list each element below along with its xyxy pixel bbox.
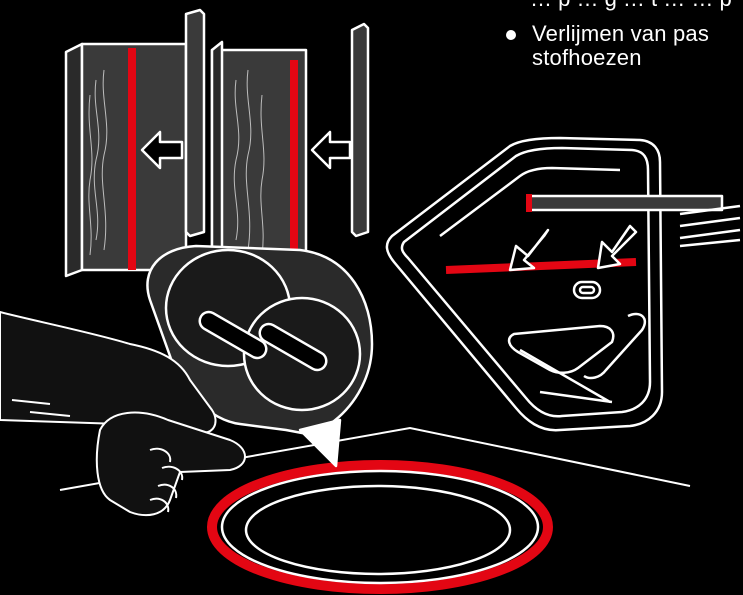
door-outer (387, 138, 662, 430)
glue-ring-outer-red (212, 465, 548, 589)
wood-panels-illustration (66, 10, 368, 276)
door-handle-inner (580, 287, 594, 293)
left-panel-side (66, 44, 82, 276)
glue-ring-inner (246, 486, 510, 574)
car-door-illustration (387, 138, 740, 430)
arrow-left-2-icon (312, 132, 350, 168)
door-inner (402, 148, 650, 416)
glue-strip-right (290, 60, 298, 270)
thin-board-2 (352, 24, 368, 236)
thin-board-1 (186, 10, 204, 236)
fabric-roll (680, 206, 740, 246)
armrest-detail (584, 314, 645, 378)
fabric-strip-red-edge (526, 194, 532, 212)
door-handle-slot (574, 282, 600, 298)
fabric-strip (530, 196, 722, 210)
glue-ring-white (222, 471, 538, 583)
glue-strip-left (128, 48, 136, 270)
right-panel-side (212, 42, 222, 270)
glue-ring (212, 465, 548, 589)
armrest (509, 326, 613, 373)
